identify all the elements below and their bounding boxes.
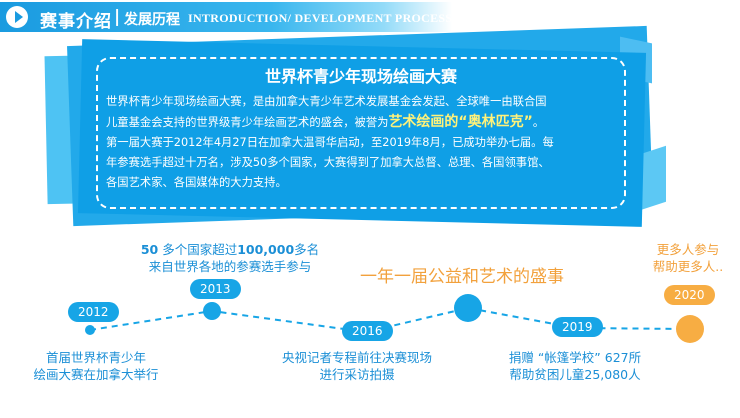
milestone-2013-text: 50 多个国家超过100,000多名 来自世界各地的参赛选手参与 — [130, 241, 330, 275]
milestone-2019-text: 捐赠 “帐篷学校” 627所 帮助贫困儿童25,080人 — [490, 349, 660, 383]
intro-card-border — [96, 57, 626, 209]
intro-highlight: 艺术绘画的“奥林匹克” — [388, 114, 533, 130]
header-band — [0, 2, 452, 32]
timeline-dot-2012 — [85, 325, 95, 335]
intro-text: 儿童基金会支持的世界级青少年绘画艺术的盛会，被誉为 — [106, 116, 389, 129]
section-header: 赛事介绍 | 发展历程 INTRODUCTION/ DEVELOPMENT PR… — [0, 0, 740, 34]
year-badge-2020: 2020 — [664, 285, 715, 305]
year-badge-2016: 2016 — [342, 321, 393, 341]
intro-line: 世界杯青少年现场绘画大赛，是由加拿大青少年艺术发展基金会发起、全球唯一由联合国 — [106, 95, 547, 108]
intro-card-body: 世界杯青少年现场绘画大赛，是由加拿大青少年艺术发展基金会发起、全球唯一由联合国 … — [106, 92, 616, 193]
intro-line: 年参赛选手超过十万名，涉及50多个国家，大赛得到了加拿大总督、总理、各国领事馆、 — [106, 156, 550, 169]
timeline-dot-2020 — [676, 315, 704, 343]
milestone-line: 来自世界各地的参赛选手参与 — [148, 259, 312, 274]
milestone-2012-text: 首届世界杯青少年 绘画大赛在加拿大举行 — [22, 349, 170, 383]
milestone-line: 绘画大赛在加拿大举行 — [33, 367, 159, 382]
section-title: 赛事介绍 — [40, 12, 112, 32]
milestone-2016-text: 央视记者专程前往决赛现场 进行采访拍摄 — [262, 349, 452, 383]
section-subtitle: 发展历程 — [124, 12, 180, 28]
intro-line: 儿童基金会支持的世界级青少年绘画艺术的盛会，被誉为艺术绘画的“奥林匹克”。 — [106, 112, 616, 133]
intro-text: 。 — [532, 116, 545, 129]
milestone-text: 多名 — [294, 242, 320, 257]
milestone-number: 50 — [140, 242, 159, 257]
intro-card-title: 世界杯青少年现场绘画大赛 — [264, 67, 457, 86]
year-badge-2012: 2012 — [68, 302, 119, 322]
milestone-line: 首届世界杯青少年 — [45, 350, 146, 365]
timeline-tagline: 一年一届公益和艺术的盛事 — [360, 267, 564, 287]
year-badge-2019: 2019 — [552, 317, 603, 337]
play-icon — [6, 6, 28, 28]
timeline-path — [89, 306, 691, 334]
section-english-title: INTRODUCTION/ DEVELOPMENT PROCESS — [188, 11, 453, 25]
intro-line: 各国艺术家、各国媒体的大力支持。 — [106, 176, 287, 189]
header-separator: | — [114, 7, 121, 27]
milestone-line: 央视记者专程前往决赛现场 — [281, 350, 432, 365]
milestone-line: 帮助更多人.. — [652, 259, 724, 274]
milestone-line: 更多人参与 — [656, 242, 720, 257]
year-badge-2013: 2013 — [190, 279, 241, 299]
timeline-dot-2017 — [454, 294, 482, 322]
timeline-dot-2013 — [203, 302, 221, 320]
milestone-line: 50 多个国家超过100,000多名 — [130, 241, 330, 258]
intro-line: 第一届大赛于2012年4月27日在加拿大温哥华启动，至2019年8月，已成功举办… — [106, 136, 554, 149]
milestone-line: 进行采访拍摄 — [319, 367, 395, 382]
milestone-text: 多个国家超过 — [158, 242, 238, 257]
milestone-number: 100,000 — [237, 242, 295, 257]
milestone-line: 帮助贫困儿童25,080人 — [509, 367, 641, 382]
milestone-line: 捐赠 “帐篷学校” 627所 — [508, 350, 642, 365]
milestone-2020-text: 更多人参与 帮助更多人.. — [636, 241, 740, 275]
